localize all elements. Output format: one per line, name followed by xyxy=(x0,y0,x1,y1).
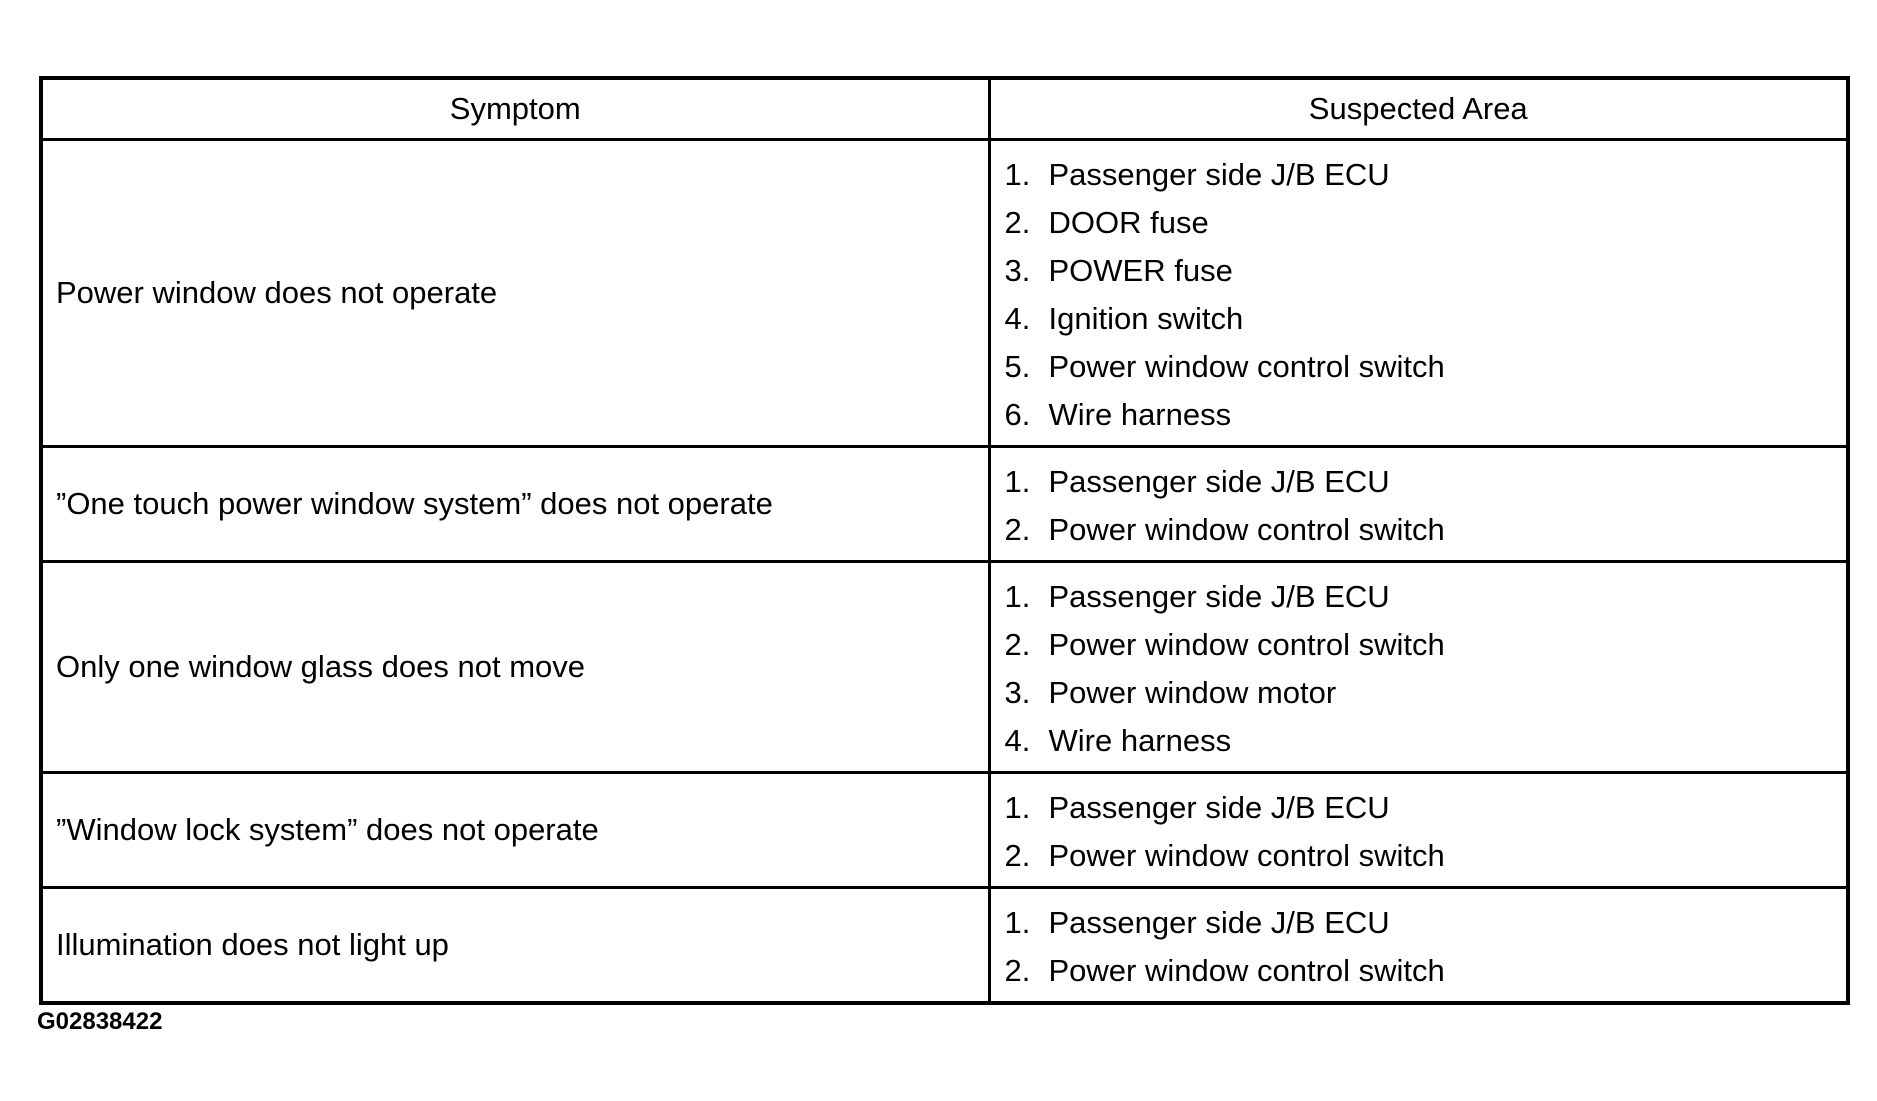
item-text: Power window control switch xyxy=(1048,349,1445,384)
item-number: 5. xyxy=(1004,349,1031,384)
item-text: Passenger side J/B ECU xyxy=(1048,905,1390,940)
suspected-area-cell: 1. Passenger side J/B ECU 2. Power window … xyxy=(987,445,1850,563)
item-text: Power window motor xyxy=(1048,675,1337,710)
item-text: Wire harness xyxy=(1048,723,1232,758)
item-text: Power window control switch xyxy=(1048,838,1445,873)
list-item: 3. Power window motor xyxy=(1005,669,1847,717)
item-number: 1. xyxy=(1004,790,1031,825)
item-number: 4. xyxy=(1004,723,1031,758)
item-text: Power window control switch xyxy=(1048,512,1445,547)
symptom-cell: ”Window lock system” does not operate xyxy=(39,771,991,889)
list-item: 2. Power window control switch xyxy=(1005,621,1847,669)
list-item: 1. Passenger side J/B ECU xyxy=(1005,151,1847,199)
suspected-area-list: 1. Passenger side J/B ECU 2. DOOR fuse 3. P… xyxy=(1005,151,1847,439)
column-header-symptom: Symptom xyxy=(39,76,991,141)
list-item: 5. Power window control switch xyxy=(1005,343,1847,391)
item-number: 2. xyxy=(1004,205,1031,240)
list-item: 1. Passenger side J/B ECU xyxy=(1005,899,1847,947)
item-number: 1. xyxy=(1004,579,1031,614)
item-number: 3. xyxy=(1004,675,1031,710)
problem-symptoms-table: Symptom Suspected Area Power window does… xyxy=(39,76,1850,1005)
item-text: POWER fuse xyxy=(1048,253,1233,288)
symptom-cell: Illumination does not light up xyxy=(39,886,991,1005)
item-text: Wire harness xyxy=(1048,397,1232,432)
list-item: 2. Power window control switch xyxy=(1005,832,1847,880)
column-header-suspected-area: Suspected Area xyxy=(987,76,1850,141)
item-number: 6. xyxy=(1004,397,1031,432)
suspected-area-list: 1. Passenger side J/B ECU 2. Power window … xyxy=(1005,899,1847,995)
list-item: 1. Passenger side J/B ECU xyxy=(1005,573,1847,621)
item-text: Passenger side J/B ECU xyxy=(1048,790,1390,825)
item-text: Passenger side J/B ECU xyxy=(1048,464,1390,499)
suspected-area-list: 1. Passenger side J/B ECU 2. Power window … xyxy=(1005,784,1847,880)
item-number: 1. xyxy=(1004,464,1031,499)
table-header-row: Symptom Suspected Area xyxy=(39,76,1850,141)
list-item: 2. Power window control switch xyxy=(1005,506,1847,554)
item-text: Passenger side J/B ECU xyxy=(1048,579,1390,614)
item-number: 3. xyxy=(1004,253,1031,288)
table-row: ”One touch power window system” does not… xyxy=(39,445,1850,563)
item-number: 1. xyxy=(1004,905,1031,940)
item-text: Power window control switch xyxy=(1048,953,1445,988)
list-item: 2. Power window control switch xyxy=(1005,947,1847,995)
list-item: 6. Wire harness xyxy=(1005,391,1847,439)
item-text: Passenger side J/B ECU xyxy=(1048,157,1390,192)
list-item: 2. DOOR fuse xyxy=(1005,199,1847,247)
item-number: 2. xyxy=(1004,512,1031,547)
list-item: 4. Wire harness xyxy=(1005,717,1847,765)
symptom-cell: Power window does not operate xyxy=(39,138,991,448)
item-text: Power window control switch xyxy=(1048,627,1445,662)
suspected-area-cell: 1. Passenger side J/B ECU 2. Power window … xyxy=(987,771,1850,889)
table-row: Only one window glass does not move 1. Pa… xyxy=(39,560,1850,774)
item-text: DOOR fuse xyxy=(1048,205,1209,240)
figure-id: G02838422 xyxy=(37,1008,163,1035)
table-row: Illumination does not light up 1. Passeng… xyxy=(39,886,1850,1005)
table-row: ”Window lock system” does not operate 1.… xyxy=(39,771,1850,889)
suspected-area-cell: 1. Passenger side J/B ECU 2. Power window … xyxy=(987,560,1850,774)
item-text: Ignition switch xyxy=(1048,301,1244,336)
suspected-area-list: 1. Passenger side J/B ECU 2. Power window … xyxy=(1005,573,1847,765)
list-item: 3. POWER fuse xyxy=(1005,247,1847,295)
suspected-area-cell: 1. Passenger side J/B ECU 2. Power window … xyxy=(987,886,1850,1005)
item-number: 2. xyxy=(1004,838,1031,873)
list-item: 1. Passenger side J/B ECU xyxy=(1005,458,1847,506)
suspected-area-cell: 1. Passenger side J/B ECU 2. DOOR fuse 3. P… xyxy=(987,138,1850,448)
list-item: 4. Ignition switch xyxy=(1005,295,1847,343)
item-number: 2. xyxy=(1004,627,1031,662)
suspected-area-list: 1. Passenger side J/B ECU 2. Power window … xyxy=(1005,458,1847,554)
item-number: 1. xyxy=(1004,157,1031,192)
table-row: Power window does not operate 1. Passenge… xyxy=(39,138,1850,448)
symptom-cell: Only one window glass does not move xyxy=(39,560,991,774)
list-item: 1. Passenger side J/B ECU xyxy=(1005,784,1847,832)
item-number: 4. xyxy=(1004,301,1031,336)
symptom-cell: ”One touch power window system” does not… xyxy=(39,445,991,563)
item-number: 2. xyxy=(1004,953,1031,988)
